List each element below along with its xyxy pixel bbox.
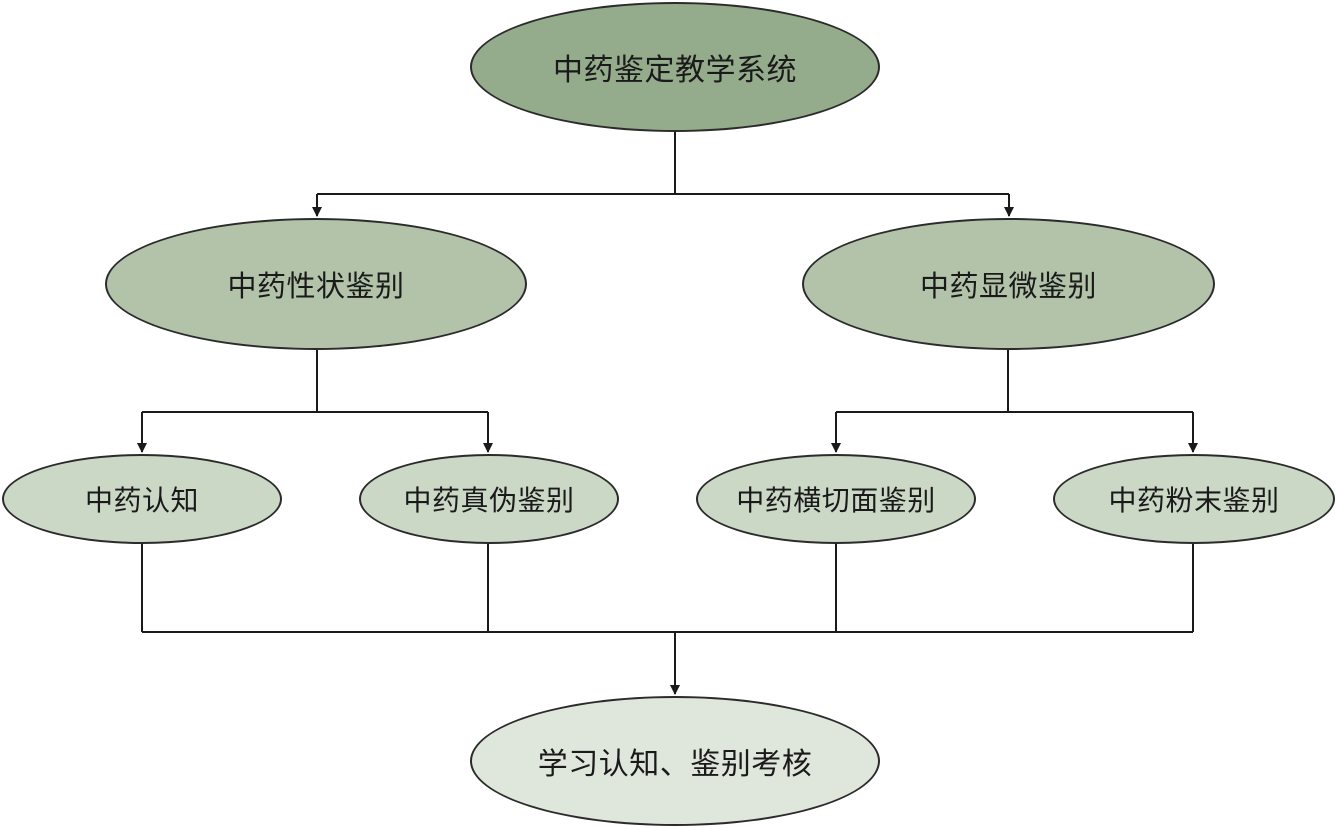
leaf-node-label: 中药认知 [84, 484, 199, 517]
leaf-node-zhenwei: 中药真伪鉴别 [359, 454, 619, 544]
leaf-node-renzhi: 中药认知 [2, 454, 282, 544]
result-node-label: 学习认知、鉴别考核 [537, 747, 813, 782]
branch-node-xingzhuang: 中药性状鉴别 [105, 218, 527, 350]
root-node: 中药鉴定教学系统 [470, 2, 880, 132]
branch-node-xianwei: 中药显微鉴别 [802, 218, 1215, 350]
branch-node-label: 中药显微鉴别 [919, 269, 1097, 303]
leaf-node-hengqiemian: 中药横切面鉴别 [696, 454, 976, 544]
leaf-node-label: 中药粉末鉴别 [1108, 484, 1280, 517]
leaf-node-fenmo: 中药粉末鉴别 [1053, 454, 1335, 544]
leaf-node-label: 中药横切面鉴别 [736, 484, 936, 517]
branch-node-label: 中药性状鉴别 [227, 269, 405, 303]
result-node: 学习认知、鉴别考核 [470, 696, 880, 826]
leaf-node-label: 中药真伪鉴别 [403, 484, 575, 517]
root-node-label: 中药鉴定教学系统 [553, 53, 797, 88]
